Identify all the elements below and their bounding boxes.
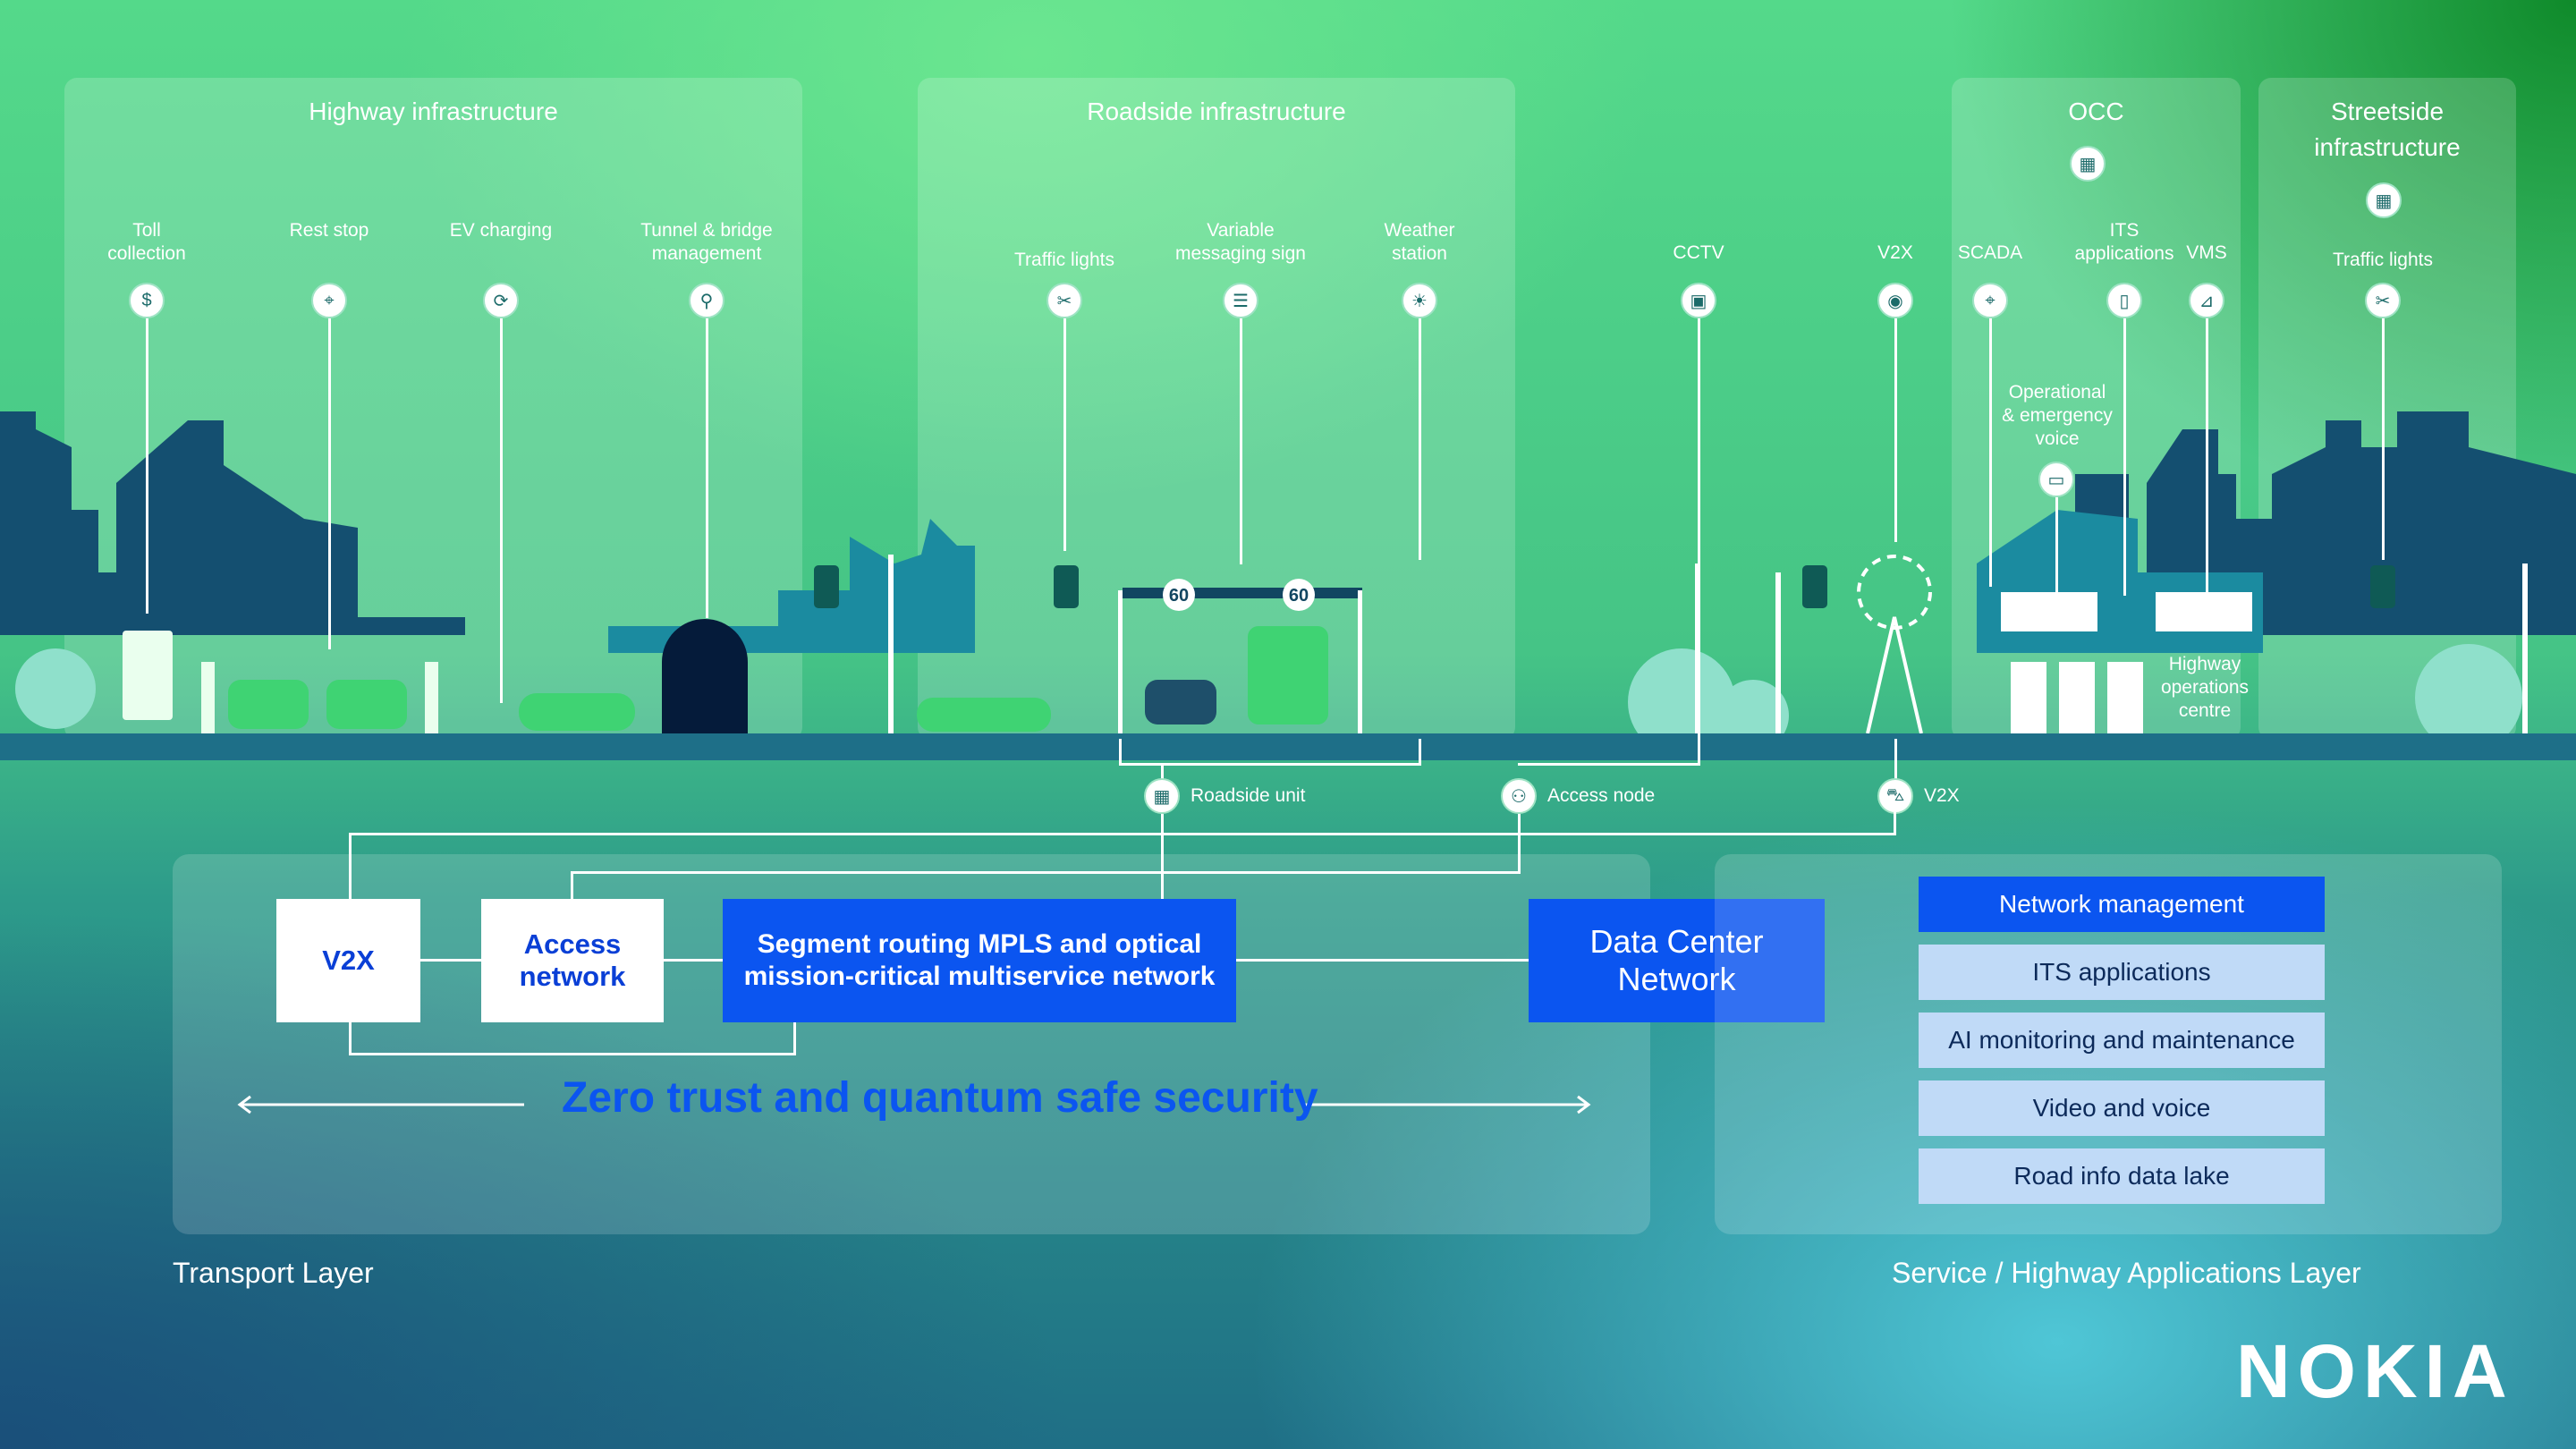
road — [0, 733, 2576, 760]
panel-title: OCC — [2068, 97, 2124, 125]
connector-line — [1063, 318, 1066, 551]
service-layer-label: Service / Highway Applications Layer — [1892, 1257, 2361, 1289]
traffic-light-icon: ✂ — [1046, 283, 1082, 318]
roadside-unit-icon: ▦ — [1144, 778, 1180, 814]
speed-sign-left: 60 — [1169, 586, 1189, 606]
connector-line — [1161, 814, 1164, 899]
speed-sign-right: 60 — [1289, 586, 1309, 606]
service-network-management[interactable]: Network management — [1919, 877, 2325, 932]
tunnel-bridge-icon: ⚲ — [689, 283, 724, 318]
connector-line — [420, 959, 483, 962]
streetside-control-icon: ▦ — [2366, 182, 2402, 218]
connector-line — [1419, 318, 1421, 560]
connector-line — [349, 1053, 796, 1055]
ev-charging-icon: ⟳ — [483, 283, 519, 318]
camera-icon: ▣ — [1681, 283, 1716, 318]
panel-title: infrastructure — [2314, 133, 2461, 161]
security-title: Zero trust and quantum safe security — [562, 1074, 1318, 1122]
connector-line — [1989, 318, 1992, 587]
connector-line — [571, 871, 1519, 874]
mobile-app-icon: ▯ — [2106, 283, 2142, 318]
roadside-infrastructure-panel: Roadside infrastructure — [918, 78, 1515, 740]
nokia-logo: NOKIA — [2236, 1329, 2514, 1413]
message-sign-icon: ☰ — [1223, 283, 1258, 318]
city-skyline-illustration: 60 60 — [0, 411, 2576, 756]
toll-icon: $ — [129, 283, 165, 318]
connector-line — [1894, 318, 1897, 542]
access-node-label: Access node — [1547, 785, 1656, 806]
transport-layer-label: Transport Layer — [173, 1257, 374, 1289]
connector-line — [706, 318, 708, 618]
scada-icon: ⌖ — [1972, 283, 2008, 318]
panel-title: Streetside — [2330, 97, 2445, 125]
v2x-car-icon: ⛍ — [1877, 778, 1913, 814]
v2x-node-label: V2X — [1924, 785, 1960, 806]
connector-line — [1236, 959, 1530, 962]
scada-label: SCADA — [1957, 242, 2023, 263]
service-its-applications[interactable]: ITS applications — [1919, 945, 2325, 1000]
connector-line — [2055, 497, 2058, 596]
connector-line — [1894, 812, 1896, 835]
vms-label: VMS — [2186, 242, 2227, 263]
traffic-lights-label: Traffic lights — [1013, 250, 1115, 270]
connector-line — [793, 1022, 796, 1055]
connector-line — [349, 833, 352, 900]
connector-line — [1119, 739, 1122, 766]
connector-line — [1161, 763, 1164, 781]
antenna-icon: ◉ — [1877, 283, 1913, 318]
access-node-link — [1518, 763, 1700, 766]
v2x-label: V2X — [1877, 242, 1913, 263]
service-ai-monitoring[interactable]: AI monitoring and maintenance — [1919, 1013, 2325, 1068]
connector-line — [500, 318, 503, 703]
connector-line — [1419, 739, 1421, 766]
roadside-unit-link — [1119, 763, 1421, 766]
connector-line — [349, 833, 1896, 835]
occ-control-icon: ▦ — [2070, 146, 2106, 182]
access-node-icon: ⚇ — [1501, 778, 1537, 814]
connector-line — [349, 1022, 352, 1055]
connector-line — [1518, 814, 1521, 874]
service-road-info-data-lake[interactable]: Road info data lake — [1919, 1148, 2325, 1204]
connector-line — [146, 318, 148, 614]
connector-line — [664, 959, 724, 962]
rest-stop-label: Rest stop — [289, 220, 369, 241]
connector-line — [2206, 318, 2208, 596]
connector-line — [1894, 739, 1897, 779]
ev-charging-label: EV charging — [449, 220, 553, 241]
connector-line — [1698, 318, 1700, 766]
security-arrows — [237, 1095, 1591, 1114]
connector-line — [2123, 318, 2126, 596]
panel-title: Roadside infrastructure — [1087, 97, 1346, 125]
cctv-label: CCTV — [1673, 242, 1724, 263]
roadside-unit-label: Roadside unit — [1191, 785, 1306, 806]
street-traffic-lights-label: Traffic lights — [2332, 250, 2434, 270]
radio-icon: ▭ — [2038, 462, 2074, 497]
panel-title: Highway infrastructure — [309, 97, 558, 125]
traffic-light-icon: ✂ — [2365, 283, 2401, 318]
sun-icon: ☀ — [1402, 283, 1437, 318]
chart-icon: ⊿ — [2189, 283, 2224, 318]
connector-line — [571, 871, 573, 900]
location-pin-icon: ⌖ — [311, 283, 347, 318]
connector-line — [2382, 318, 2385, 560]
service-video-voice[interactable]: Video and voice — [1919, 1080, 2325, 1136]
connector-line — [328, 318, 331, 649]
connector-line — [1240, 318, 1242, 564]
v2x-box: V2X — [276, 899, 420, 1022]
